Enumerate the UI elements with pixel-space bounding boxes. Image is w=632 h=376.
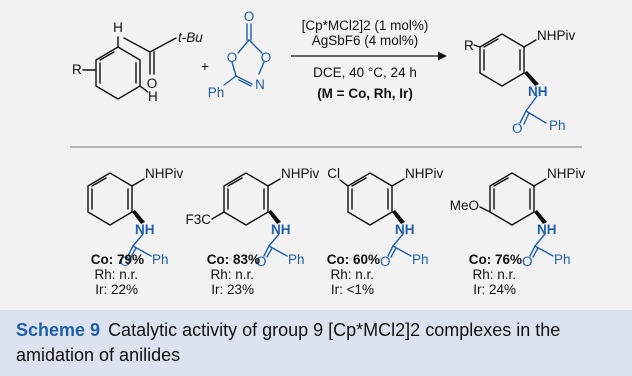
substrate-nh-label: H xyxy=(113,20,123,35)
example-1-co-yield: Co: 79% xyxy=(91,252,144,267)
example-2: F3C NHPiv NH O Ph Co: 83% Rh: n.r. Ir: 2… xyxy=(185,166,319,297)
example-3-o-label: O xyxy=(380,254,391,269)
product-r-label: R xyxy=(464,38,474,53)
example-2-ir-yield: Ir: 23% xyxy=(211,282,254,297)
scheme-drawing: R H H O t-Bu + O O O N Ph [Cp*MCl2]2 (1 … xyxy=(70,9,586,297)
example-2-o-label: O xyxy=(256,254,267,269)
example-3-co-yield: Co: 60% xyxy=(327,252,380,267)
example-4-ir-yield: Ir: 24% xyxy=(473,282,516,297)
substrate-carbonyl-o-label: O xyxy=(147,76,158,91)
example-4-substituent-label: MeO xyxy=(450,198,479,213)
substrate-ortho-h-label: H xyxy=(148,89,158,104)
example-2-substituent-label: F3C xyxy=(185,212,211,227)
conditions-solvent-temp-time: DCE, 40 °C, 24 h xyxy=(313,65,417,80)
reagent-n-label: N xyxy=(255,77,265,92)
product-structure xyxy=(473,33,547,125)
example-3-rh-yield: Rh: n.r. xyxy=(330,267,374,282)
example-2-co-yield: Co: 83% xyxy=(207,252,260,267)
example-3-substituent-label: Cl xyxy=(327,166,340,181)
example-3-ph-label: Ph xyxy=(412,252,429,267)
caption-label: Scheme 9 xyxy=(16,320,101,340)
example-1-ir-yield: Ir: 22% xyxy=(95,282,138,297)
reagent-exo-o-label: O xyxy=(244,9,255,24)
example-1-nhpiv-label: NHPiv xyxy=(145,166,184,181)
product-o-label: O xyxy=(512,121,523,136)
product-ph-label: Ph xyxy=(549,118,566,133)
example-4-ph-label: Ph xyxy=(554,252,571,267)
reagent-ph-label: Ph xyxy=(208,85,225,100)
example-4-rh-yield: Rh: n.r. xyxy=(472,267,516,282)
example-1-ph-label: Ph xyxy=(152,252,169,267)
example-3-nhpiv-label: NHPiv xyxy=(405,166,444,181)
reagent-ring-o-left-label: O xyxy=(227,50,238,65)
example-1-o-label: O xyxy=(120,254,131,269)
example-1: NHPiv NH O Ph Co: 79% Rh: n.r. Ir: 22% xyxy=(87,166,184,297)
example-1-nh-label: NH xyxy=(135,222,155,237)
plus-sign: + xyxy=(201,59,209,74)
example-4-nhpiv-label: NHPiv xyxy=(547,166,586,181)
reaction-scheme: R H H O t-Bu + O O O N Ph [Cp*MCl2]2 (1 … xyxy=(0,0,632,310)
substrate-r-label: R xyxy=(72,62,82,77)
reagent-ring-o-right-label: O xyxy=(261,50,272,65)
substrate-tbu-label: t-Bu xyxy=(178,30,203,45)
conditions-catalyst: [Cp*MCl2]2 (1 mol%) xyxy=(302,18,429,33)
product-nh-label: NH xyxy=(528,84,548,99)
dioxazolone-structure xyxy=(223,23,265,87)
example-4-co-yield: Co: 76% xyxy=(469,252,522,267)
conditions-additive: AgSbF6 (4 mol%) xyxy=(312,33,419,48)
example-4-nh-label: NH xyxy=(537,222,557,237)
example-3: Cl NHPiv NH O Ph Co: 60% Rh: n.r. Ir: <1… xyxy=(327,166,444,297)
example-3-ir-yield: Ir: <1% xyxy=(331,282,374,297)
substrate-structure xyxy=(82,36,177,100)
example-2-ph-label: Ph xyxy=(288,252,305,267)
example-3-nh-label: NH xyxy=(395,222,415,237)
example-4-o-label: O xyxy=(522,254,533,269)
example-2-nhpiv-label: NHPiv xyxy=(281,166,320,181)
conditions-metals: (M = Co, Rh, Ir) xyxy=(317,86,413,101)
example-1-rh-yield: Rh: n.r. xyxy=(94,267,138,282)
example-2-nh-label: NH xyxy=(271,222,291,237)
product-nhpiv-label: NHPiv xyxy=(537,28,576,43)
example-4: MeO NHPiv NH O Ph Co: 76% Rh: n.r. Ir: 2… xyxy=(450,166,586,297)
example-2-rh-yield: Rh: n.r. xyxy=(210,267,254,282)
caption-text: Catalytic activity of group 9 [Cp*MCl2]2… xyxy=(16,320,561,365)
